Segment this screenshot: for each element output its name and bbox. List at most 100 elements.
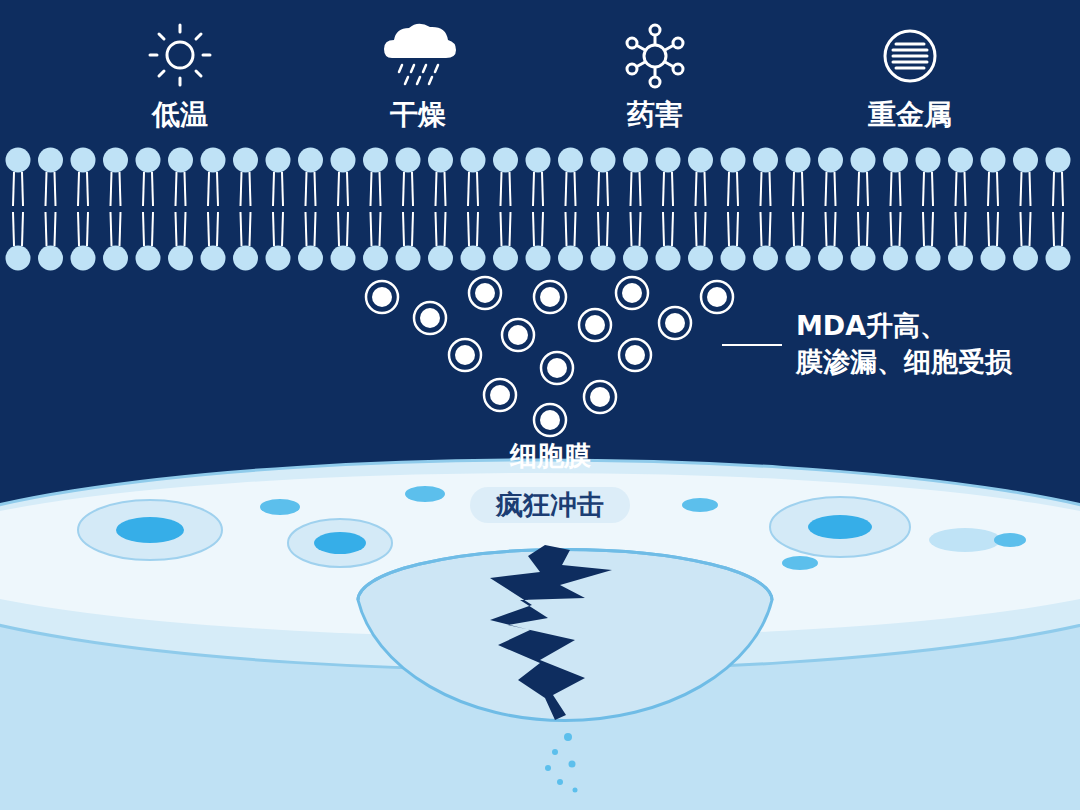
lipid-tail [793,172,794,206]
lipid-head [981,148,1006,173]
lipid-tail [250,212,251,246]
lipid-head [591,148,616,173]
particles [366,277,733,436]
particle-core [455,345,475,365]
particle-core [585,315,605,335]
cell-plate [0,460,1080,810]
stress-label: 重金属 [868,98,952,132]
lipid-head [721,148,746,173]
lipid-tail [728,212,729,246]
lipid-tail [510,172,511,206]
lipid-tail [468,172,469,206]
lipid-head [623,246,648,271]
lipid-tail [501,172,502,206]
lipid-head [71,246,96,271]
lipid-tail [468,212,469,246]
lipid-head [623,148,648,173]
lipid-head [168,148,193,173]
lipid-tail [55,172,56,206]
particle-ring [616,277,648,309]
lipid-tail [770,212,771,246]
lipid-tail [640,172,641,206]
particle-core [707,287,727,307]
lipid-head [883,148,908,173]
lipid-tail [705,212,706,246]
lipid-head [493,246,518,271]
lipid-tail [672,172,673,206]
particle-core [590,387,610,407]
lipid-head [1046,246,1071,271]
lipid-tail [241,212,242,246]
molecule-icon [627,25,683,87]
lipid-tail [566,172,567,206]
lipid-tail [13,212,14,246]
lipid-tail [347,172,348,206]
lipid-head [168,246,193,271]
lipid-tail [1021,172,1022,206]
lipid-tail [696,172,697,206]
lipid-tail [826,172,827,206]
lipid-tail [273,212,274,246]
lipid-tail [1030,212,1031,246]
particle-ring [366,281,398,313]
lipid-tail [997,212,998,246]
lipid-tail [663,212,664,246]
lipid-tail [631,172,632,206]
lipid-tail [607,212,608,246]
particle-ring [659,307,691,339]
lipid-tail [152,212,153,246]
particle-core [420,308,440,328]
particle-core [475,283,495,303]
lipid-tail [542,172,543,206]
lipid-tail [380,212,381,246]
lipid-tail [22,212,23,246]
lipid-tail [87,212,88,246]
lipid-head [363,246,388,271]
particle-ring [534,404,566,436]
lipid-tail [867,212,868,246]
lipid-head [136,148,161,173]
lipid-tail [338,172,339,206]
lipid-tail [380,172,381,206]
lipid-tail [858,172,859,206]
particle-core [622,283,642,303]
effect-note: MDA升高、 膜渗漏、细胞受损 [796,308,1030,381]
lipid-tail [705,172,706,206]
lipid-tail [46,212,47,246]
stress-label: 低温 [152,98,208,132]
lipid-head [428,246,453,271]
lipid-head [753,246,778,271]
lipid-head [396,246,421,271]
lipid-head [526,148,551,173]
particle-core [540,287,560,307]
lipid-tail [542,212,543,246]
particle-ring [619,339,651,371]
lipid-head [461,148,486,173]
sun-icon [150,25,210,85]
lipid-head [981,246,1006,271]
lipid-tail [477,172,478,206]
lipid-tail [347,212,348,246]
lipid-tail [338,212,339,246]
lipid-tail [273,172,274,206]
lipid-head [363,148,388,173]
lipid-tail [988,212,989,246]
particle-ring [414,302,446,334]
lipid-tail [501,212,502,246]
lipid-head [298,246,323,271]
lipid-tail [858,212,859,246]
lipid-tail [826,212,827,246]
lipid-tail [956,212,957,246]
particle-ring [502,319,534,351]
leader-line [722,344,782,346]
impact-label: 疯狂冲击 [470,487,630,523]
lipid-head [493,148,518,173]
lipid-head [6,148,31,173]
lipid-tail [1062,172,1063,206]
lipid-tail [761,172,762,206]
lipid-tail [923,172,924,206]
lipid-head [818,246,843,271]
particle-ring [584,381,616,413]
lipid-tail [997,172,998,206]
lipid-tail [965,172,966,206]
